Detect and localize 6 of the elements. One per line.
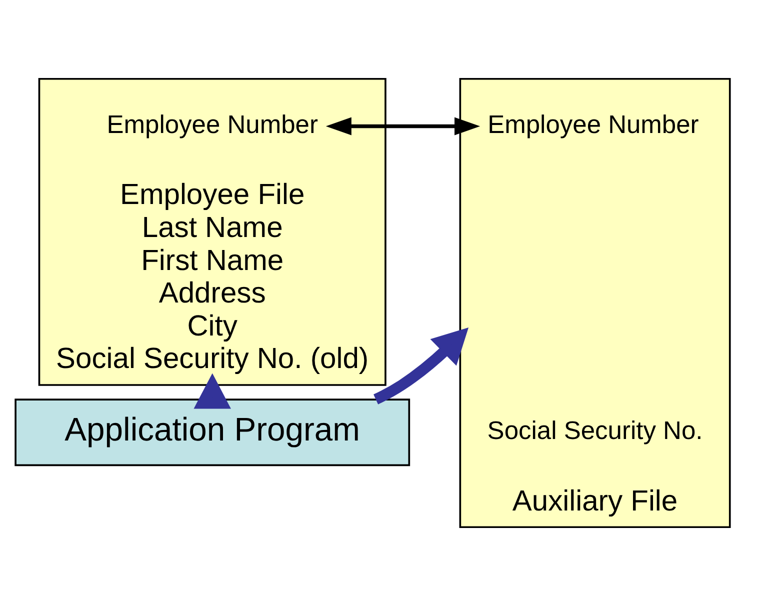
node-text: Employee Number: [106, 110, 318, 139]
arrow: [326, 117, 480, 136]
arrow: [194, 373, 231, 409]
node-text: Employee Number: [488, 110, 699, 139]
node-text: Social Security No.: [487, 417, 703, 446]
arrow: [373, 328, 469, 404]
